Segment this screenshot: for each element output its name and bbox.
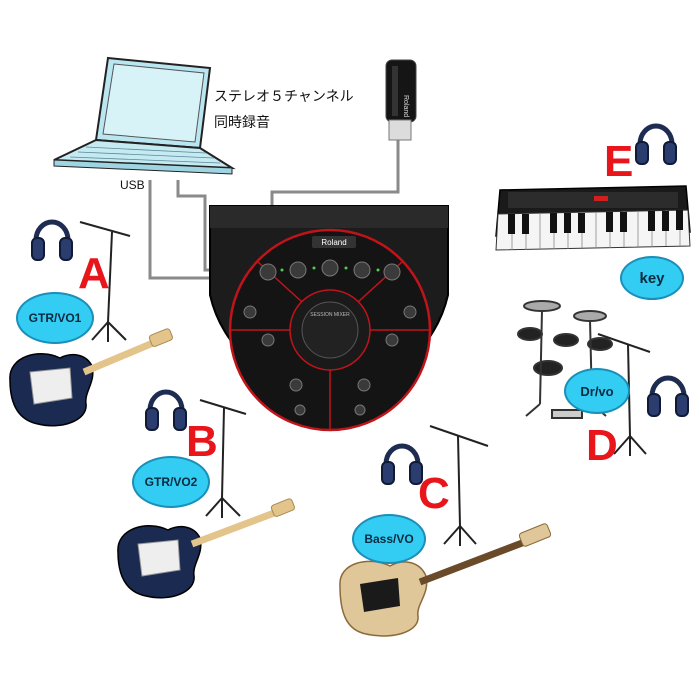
electric-guitar-icon [9,328,173,427]
channel-letter-a: A [78,249,110,298]
channel-bubble-e: key [620,256,684,300]
electronic-drum-kit-icon [517,300,613,419]
session-mixer-device: Roland SESSION MIXER [209,205,449,432]
usb-label: USB [120,178,145,192]
channel-bubble-b: GTR/VO2 [132,456,210,508]
mixer-title-label: SESSION MIXER [310,312,350,318]
channel-bubble-d: Dr/vo [564,368,630,414]
mixer-brand-label: Roland [321,238,346,247]
annotation-line1: ステレオ５チャンネル [214,89,354,105]
channel-letter-c: C [418,469,450,518]
usb-drive-icon: Roland [385,59,417,141]
svg-text:Roland: Roland [402,95,409,117]
channel-letter-b: B [186,417,218,466]
laptop-icon [53,56,236,175]
channel-letter-e: E [604,137,634,186]
synthesizer-keyboard-icon [495,185,691,251]
annotation-line2: 同時録音 [214,115,270,131]
channel-bubble-a: GTR/VO1 [16,292,94,344]
channel-bubble-c: Bass/VO [352,514,426,564]
bass-guitar-icon [339,523,552,637]
electric-guitar-icon [117,498,295,599]
mic-stands [79,221,651,546]
channel-letter-d: D [586,421,618,470]
headphones-icons [31,123,689,485]
